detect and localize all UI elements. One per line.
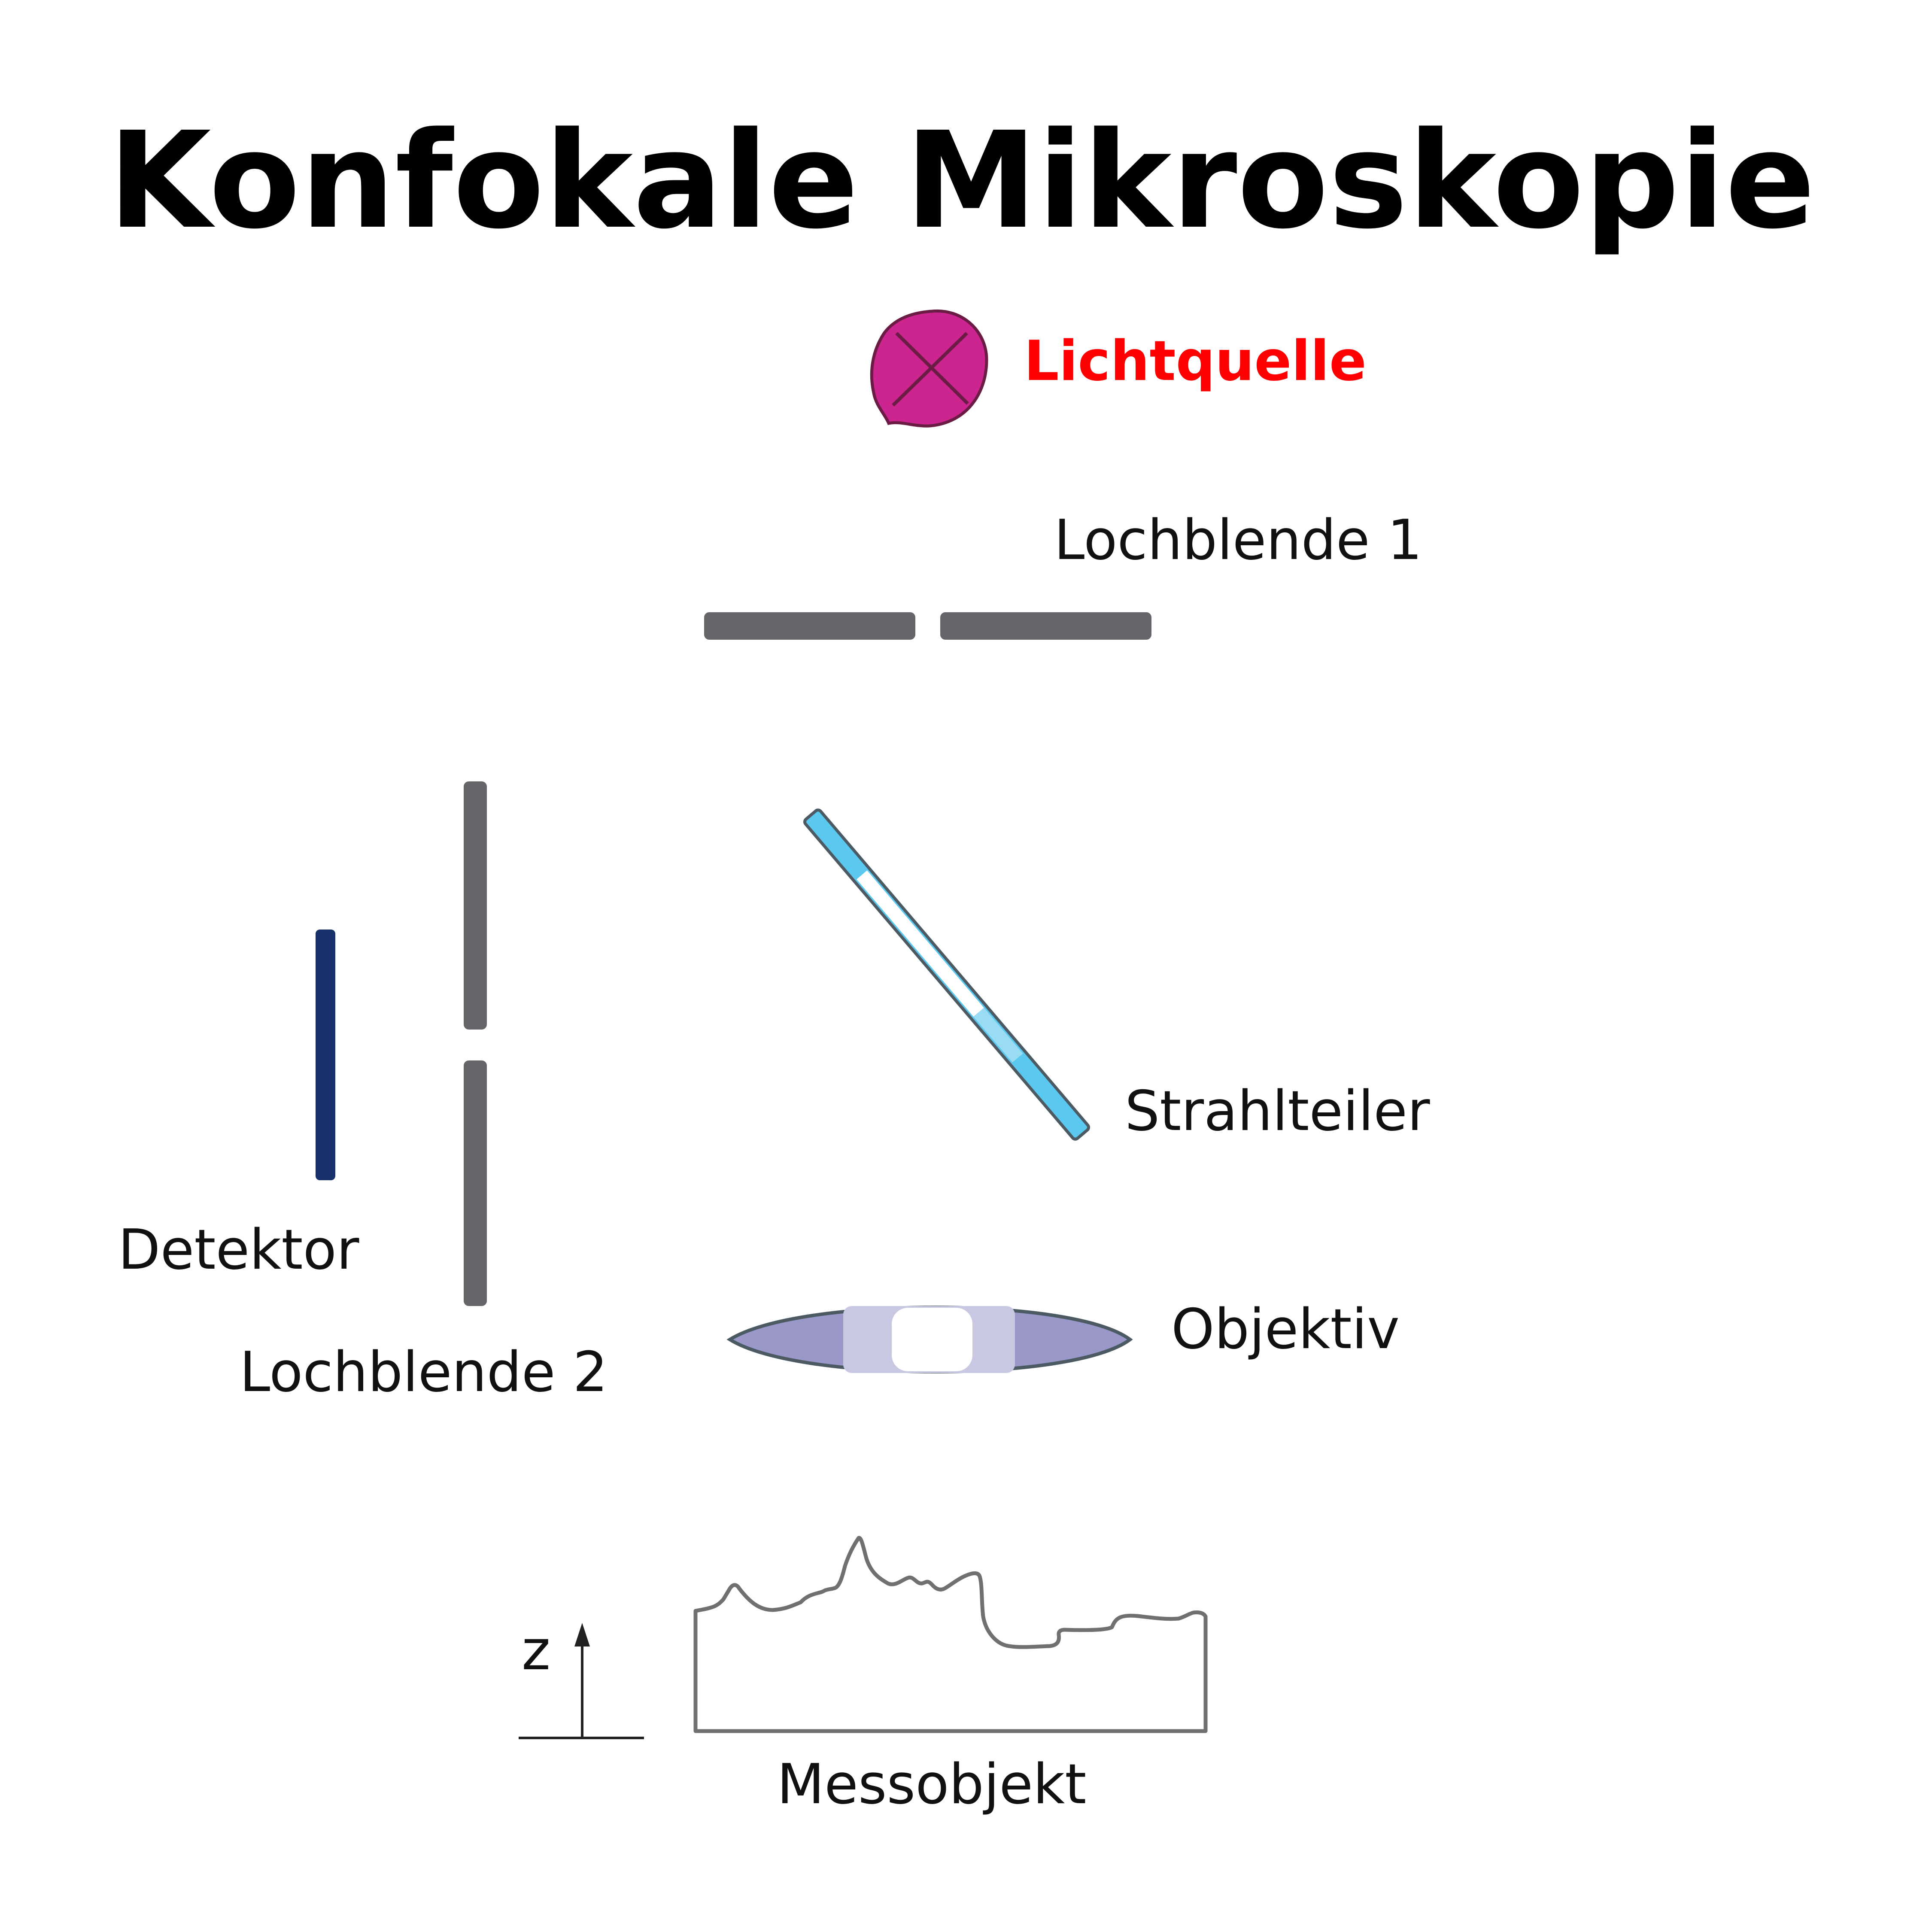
detector-label: Detektor (118, 1218, 359, 1282)
pinhole-2-label: Lochblende 2 (240, 1340, 608, 1404)
z-axis (519, 1623, 644, 1739)
specimen-profile (693, 1536, 1208, 1733)
detector (316, 930, 335, 1180)
pinhole-1-aperture (704, 612, 1151, 640)
light-source-label: Lichtquelle (1024, 329, 1367, 393)
pinhole-1-label: Lochblende 1 (1054, 508, 1422, 572)
specimen-label: Messobjekt (777, 1753, 1087, 1817)
pinhole-1-left-plate (704, 612, 915, 640)
pinhole-1-right-plate (940, 612, 1151, 640)
pinhole-2-lower-plate (464, 1060, 487, 1306)
beam-splitter (803, 808, 1091, 1141)
z-axis-arrow-icon (574, 1623, 590, 1646)
objective-label: Objektiv (1171, 1297, 1400, 1361)
pinhole-2-aperture (464, 781, 487, 1306)
z-axis-label: z (522, 1619, 550, 1683)
pinhole-2-upper-plate (464, 781, 487, 1030)
objective-lens (726, 1306, 1133, 1373)
light-source-icon (870, 309, 988, 428)
page-title: Konfokale Mikroskopie (108, 103, 1816, 258)
beam-splitter-label: Strahlteiler (1125, 1079, 1430, 1143)
